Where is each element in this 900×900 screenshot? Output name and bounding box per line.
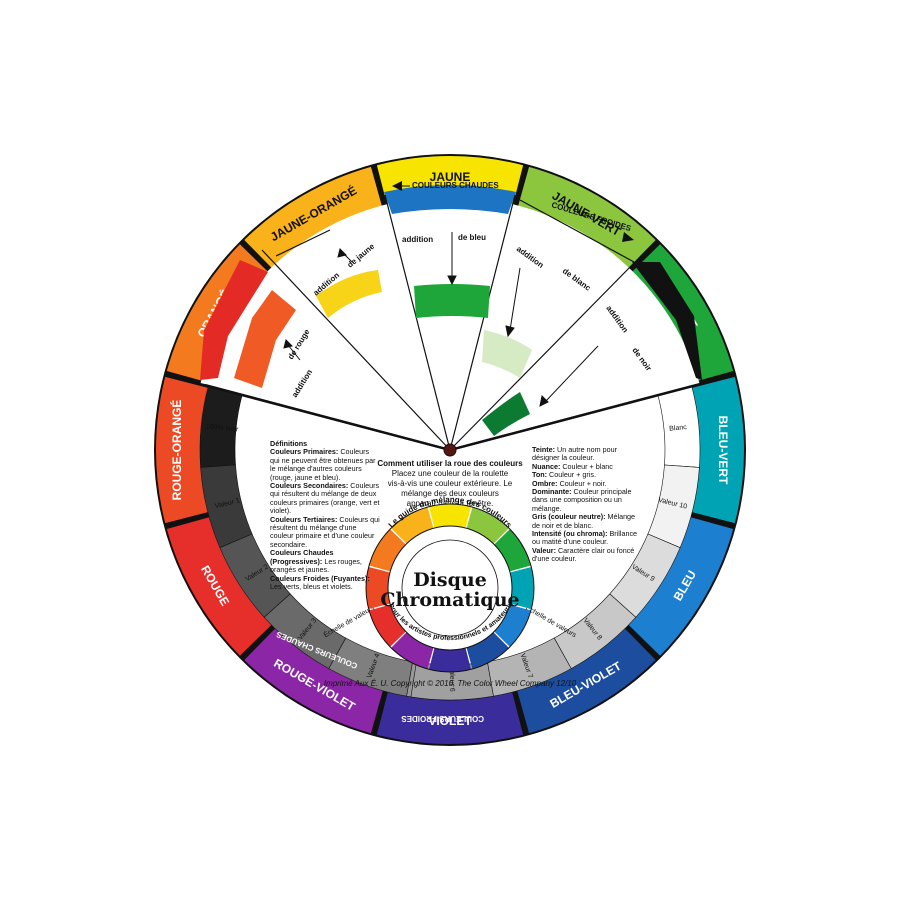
mini-segment <box>428 504 472 528</box>
segment-violet <box>376 692 524 744</box>
mini-segment <box>510 566 534 610</box>
addition-bleu-2: de bleu <box>458 233 486 242</box>
footer: Imprimé Aux É. U. Copyright © 2010, The … <box>324 679 577 688</box>
how-to-line-3: mélange des deux couleurs <box>401 489 499 498</box>
black-window-wedge <box>632 262 702 380</box>
segment-rouge <box>166 517 272 656</box>
def-item: Gris (couleur neutre): Mélange de noir e… <box>532 512 636 530</box>
def-item: Ombre: Couleur + noir. <box>532 478 607 488</box>
segment-label-rouge-orangé: ROUGE-ORANGÉ <box>169 400 184 501</box>
how-to-line-1: Placez une couleur de la roulette <box>392 469 509 478</box>
mini-segment <box>369 529 406 572</box>
mini-segment <box>391 632 434 669</box>
segment-bleu-violet <box>517 628 656 734</box>
mini-color-ring <box>365 503 535 673</box>
mini-segment <box>466 632 509 669</box>
def-item: Nuance: Couleur + blanc <box>532 461 613 471</box>
red-window-wedge <box>200 260 268 380</box>
blue-window-wedge <box>384 185 516 214</box>
segment-label-violet: VIOLET <box>428 714 472 728</box>
def-item: Intensité (ou chroma): Brillance ou mati… <box>532 529 638 547</box>
value-band-left <box>219 533 291 618</box>
value-band-left <box>328 637 414 697</box>
how-to-title: Comment utiliser la roue des couleurs <box>377 459 523 468</box>
segment-label-bleu-vert: BLEU-VERT <box>716 416 730 485</box>
sample-orange-red <box>234 290 296 388</box>
def-item: Couleurs Secondaires: Couleurs qui résul… <box>270 481 380 516</box>
segment-rouge-violet <box>244 628 383 734</box>
mini-segment <box>494 529 531 572</box>
mini-segment <box>494 604 531 647</box>
mini-segment <box>466 507 509 544</box>
window-area <box>200 196 700 450</box>
mini-inner <box>401 539 499 637</box>
def-item: Couleurs Froides (Fuyantes): Les verts, … <box>270 573 370 591</box>
def-item: Couleurs Chaudes (Progressives): Les rou… <box>270 548 362 575</box>
warm-label-top: COULEURS CHAUDES <box>412 181 499 190</box>
value-band-left <box>200 464 253 549</box>
how-to-line-2: vis-à-vis une couleur extérieure. Le <box>388 479 513 488</box>
sample-yellow-orange <box>316 270 382 318</box>
segment-rouge-orangé <box>156 376 208 524</box>
segment-label-jaune: JAUNE <box>430 170 471 184</box>
definitions-left: Définitions Couleurs Primaires: Couleurs… <box>270 439 380 591</box>
value-label-left: 100% Noir <box>205 423 239 433</box>
segment-bleu-vert <box>692 376 744 524</box>
def-item: Valeur: Caractère clair ou foncé d'une c… <box>532 545 635 564</box>
def-item: Ton: Couleur + gris. <box>532 470 596 480</box>
mini-segment <box>366 566 390 610</box>
segment-jaune-vert <box>517 166 656 272</box>
sample-green <box>414 284 490 318</box>
mini-segment <box>428 648 472 672</box>
sample-dark-green <box>482 392 530 436</box>
value-label-right: Blanc <box>669 424 688 433</box>
def-item: Couleurs Tertiaires: Couleurs qui résult… <box>270 514 380 549</box>
center-pivot[interactable] <box>443 443 457 457</box>
mini-segment <box>369 604 406 647</box>
value-band-left <box>263 593 347 670</box>
mini-segment <box>391 507 434 544</box>
segment-bleu <box>628 517 734 656</box>
defs-title: Définitions <box>270 439 308 448</box>
def-item: Dominante: Couleur principale dans une c… <box>532 487 632 513</box>
segment-jaune-orangé <box>244 166 383 272</box>
cool-label-bottom: COULEURS FROIDES <box>401 714 484 723</box>
center-title-line2: Chromatique <box>380 589 519 611</box>
definitions-right: Teinte: Un autre nom pour désigner la co… <box>532 445 644 564</box>
value-label-right: Valeur 6 <box>448 666 455 692</box>
center-title-line1: Disque <box>413 569 487 591</box>
arrows <box>283 232 599 407</box>
addition-bleu-1: addition <box>402 235 433 244</box>
def-item: Couleurs Primaires: Couleurs qui ne peuv… <box>270 447 376 482</box>
sample-light-green <box>482 330 532 378</box>
def-item: Teinte: Un autre nom pour désigner la co… <box>532 445 617 463</box>
